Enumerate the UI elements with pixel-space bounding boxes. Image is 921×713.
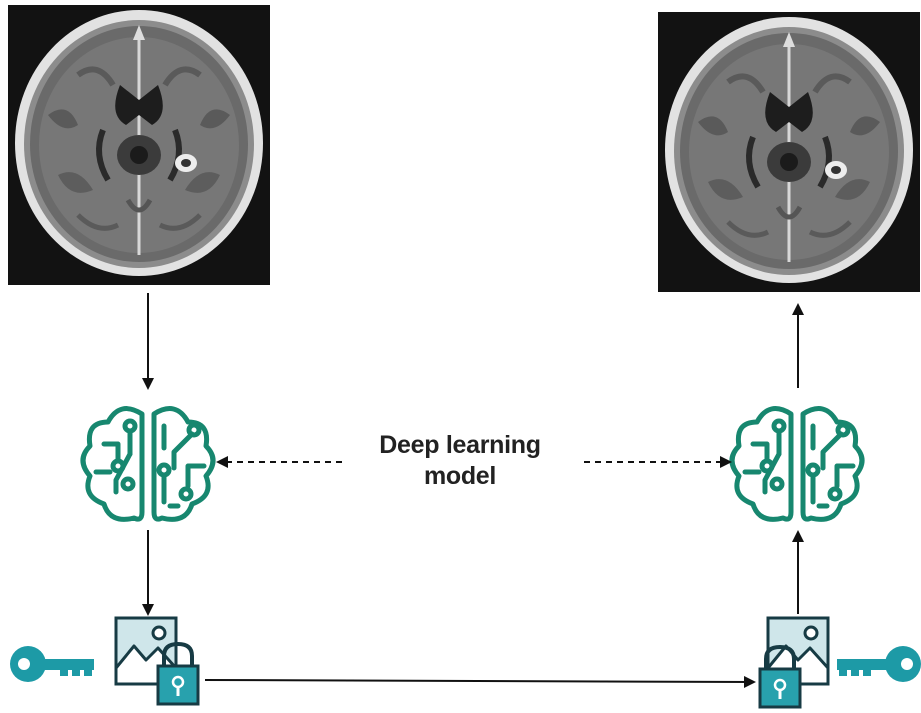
output-ct-scan <box>658 12 920 292</box>
left-padlock-icon <box>158 644 198 704</box>
arrow-transmit-encrypted <box>205 680 754 682</box>
left-brain-model-icon <box>83 409 213 520</box>
deep-learning-model-label: Deep learning model <box>340 430 580 492</box>
left-key-icon <box>10 646 94 682</box>
input-ct-scan <box>8 5 270 285</box>
label-line-1: Deep learning <box>340 430 580 461</box>
label-line-2: model <box>340 461 580 492</box>
right-brain-model-icon <box>732 409 862 520</box>
right-key-icon <box>837 646 921 682</box>
